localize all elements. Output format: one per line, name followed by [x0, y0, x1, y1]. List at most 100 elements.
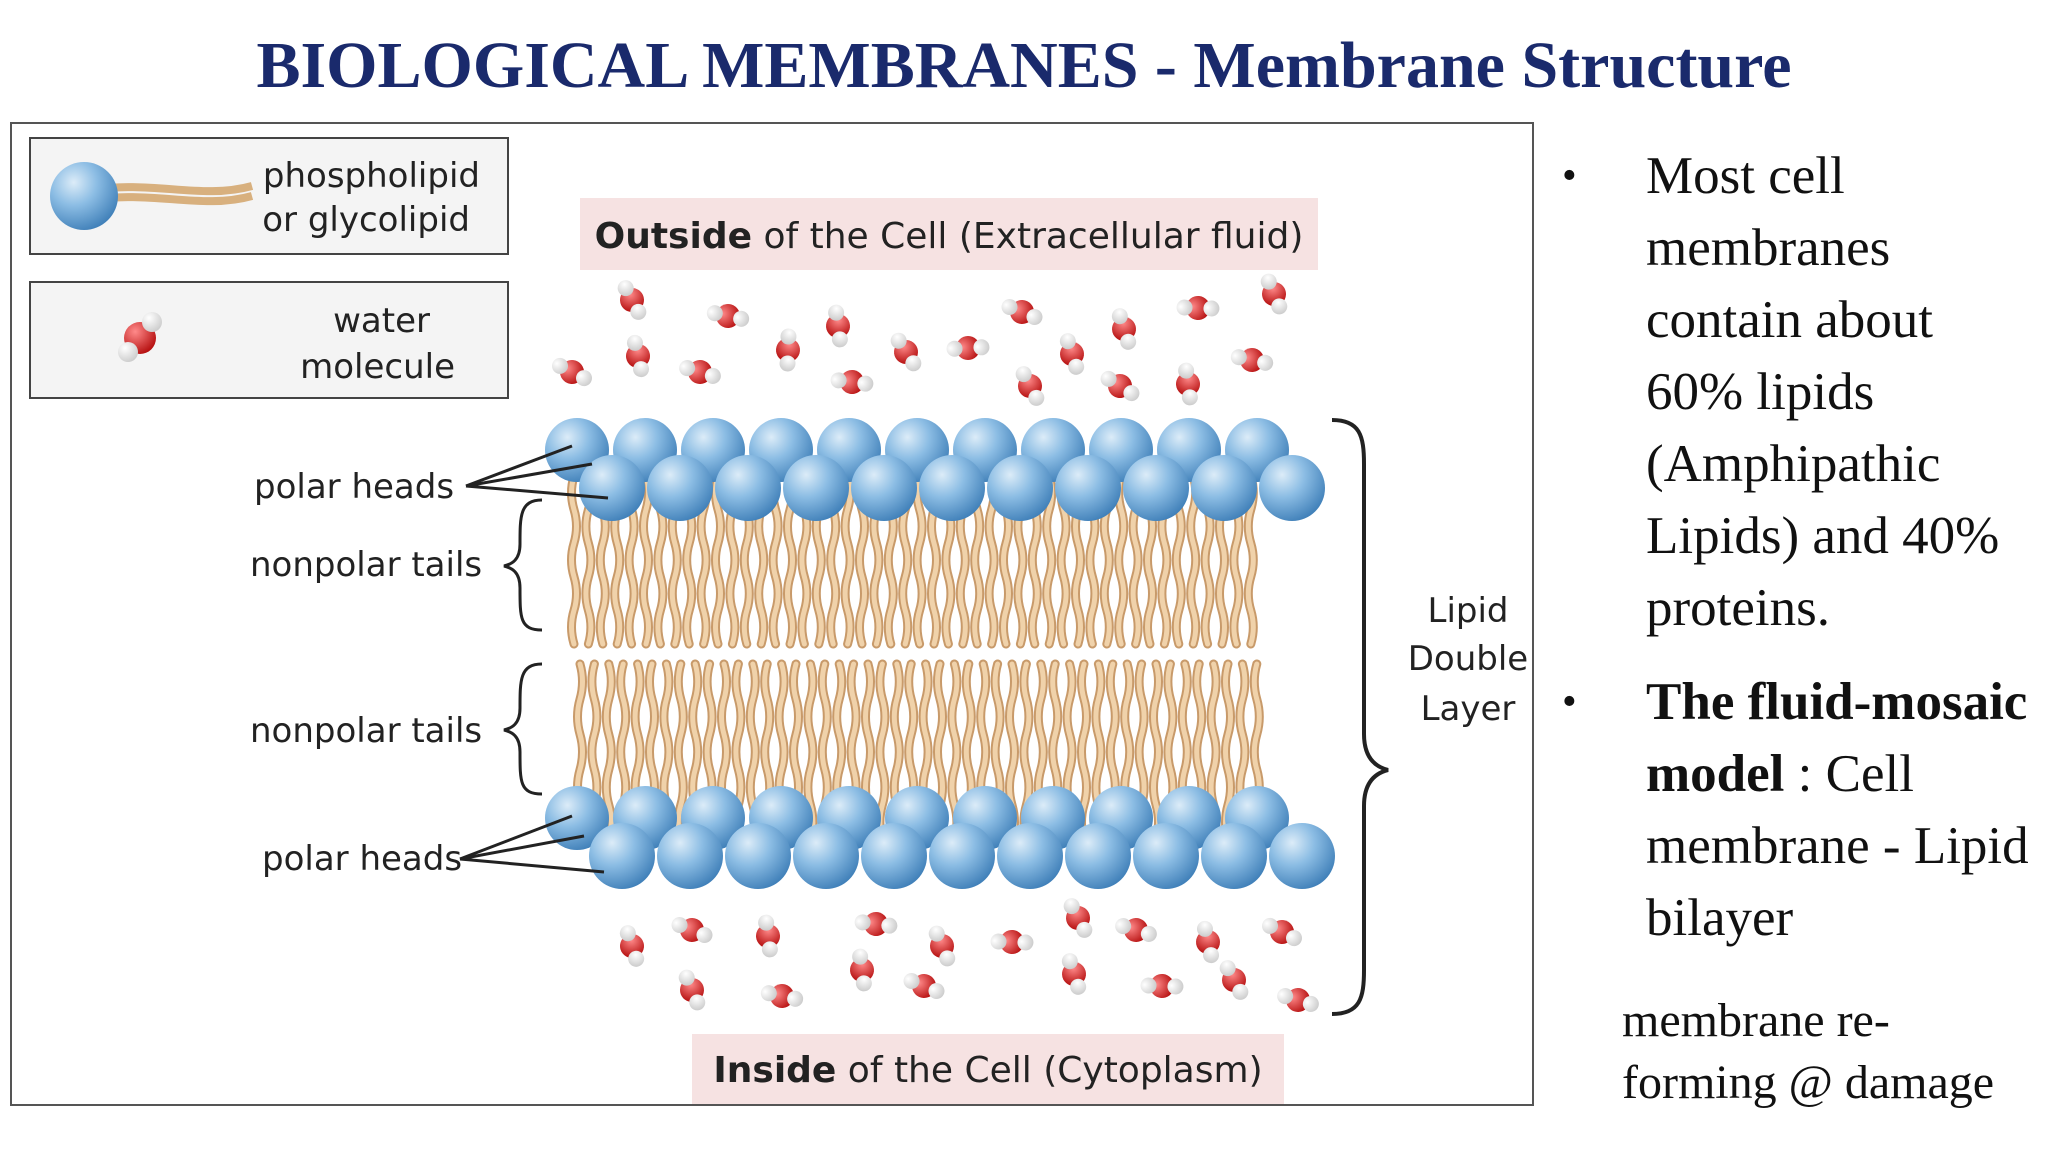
water-molecule — [1015, 366, 1045, 406]
water-molecule — [1059, 333, 1085, 375]
polar-head — [1201, 823, 1267, 889]
polar-head — [1269, 823, 1335, 889]
water-molecule — [850, 948, 874, 992]
hydrogen-atom — [1176, 299, 1193, 316]
polar-head — [1055, 455, 1121, 521]
oxygen-atom — [1186, 296, 1210, 320]
hydrogen-atom — [1028, 389, 1045, 406]
water-molecule — [830, 370, 874, 394]
hydrogen-atom — [1076, 921, 1093, 938]
water-molecule — [826, 304, 850, 348]
hydrogen-atom — [1260, 273, 1277, 290]
polar-head — [725, 823, 791, 889]
nonpolar-tails-bottom-brace — [503, 662, 543, 796]
hydrogen-atom — [1230, 349, 1247, 366]
hydrogen-atom — [903, 972, 920, 989]
oxygen-atom — [756, 924, 780, 948]
membrane-diagram-panel: phospholipid or glycolipid water molecul… — [10, 122, 1534, 1106]
hydrogen-atom — [630, 303, 647, 320]
polar-head — [1065, 823, 1131, 889]
lipid-tail-highlight — [569, 473, 579, 647]
hydrogen-atom — [1140, 977, 1157, 994]
polar-head — [589, 823, 655, 889]
water-molecule — [1176, 362, 1200, 406]
hydrogen-atom — [928, 983, 945, 1000]
oxygen-atom — [826, 314, 850, 338]
oxygen-atom — [956, 336, 980, 360]
hydrogen-atom — [1063, 898, 1080, 915]
hydrogen-atom — [679, 360, 696, 377]
hydrogen-atom — [1277, 988, 1294, 1005]
hydrogen-atom — [946, 340, 963, 357]
water-molecule — [1176, 296, 1220, 320]
hydrogen-atom — [890, 332, 907, 349]
hydrogen-atom — [857, 375, 874, 392]
water-molecule — [760, 984, 804, 1008]
water-molecule — [1100, 370, 1140, 402]
hydrogen-atom — [928, 925, 945, 942]
water-molecule — [1140, 974, 1184, 998]
polar-head — [919, 455, 985, 521]
hydrogen-atom — [990, 933, 1007, 950]
polar-head — [647, 455, 713, 521]
water-molecule-icon — [118, 312, 162, 362]
hydrogen-atom — [1026, 309, 1043, 326]
lipid-tail-highlight — [1188, 473, 1199, 647]
water-molecule — [1262, 917, 1302, 947]
legend-phospholipid-label-1: phospholipid — [263, 156, 480, 196]
cytoplasm-water-molecules — [619, 898, 1319, 1012]
lipid-tail-highlight — [1245, 473, 1256, 647]
water-molecule — [928, 925, 956, 967]
water-molecule — [678, 969, 706, 1011]
polar-heads-top-label: polar heads — [254, 467, 454, 507]
hydrogen-atom — [1178, 362, 1195, 379]
water-molecule — [1230, 348, 1274, 372]
legend-water-label-1: water — [333, 301, 430, 341]
hydrogen-atom — [828, 304, 845, 321]
bullet-text: : Cell membrane - Lipid bilayer — [1646, 745, 2029, 947]
inside-label: Inside of the Cell (Cytoplasm) — [713, 1050, 1262, 1091]
lipid-tail-highlight — [1044, 473, 1055, 647]
hydrogen-atom — [854, 914, 871, 931]
hydrogen-atom — [1257, 354, 1274, 371]
water-molecule — [1111, 308, 1137, 350]
oxygen-atom — [1176, 372, 1200, 396]
hydrogen-atom — [1115, 918, 1132, 935]
page-title: BIOLOGICAL MEMBRANES - Membrane Structur… — [256, 29, 1792, 102]
hydrogen-atom — [626, 334, 643, 351]
water-molecule — [679, 360, 721, 384]
membrane-note: membrane re-forming @ damage — [1622, 994, 1995, 1109]
hydrogen-atom — [1140, 925, 1157, 942]
water-molecule — [617, 280, 647, 320]
lipid-tail-highlight — [877, 661, 888, 843]
hydrogen-atom — [1196, 920, 1213, 937]
water-molecule — [903, 972, 945, 1000]
hydrogen-atom — [628, 950, 645, 967]
polar-head — [1133, 823, 1199, 889]
polar-head — [1123, 455, 1189, 521]
hydrogen-atom — [1262, 917, 1279, 934]
oxygen-atom — [776, 338, 800, 362]
water-molecule — [1196, 920, 1220, 964]
legend-water-box — [29, 281, 509, 399]
hydrogen-atom — [1203, 300, 1220, 317]
hydrogen-atom — [973, 339, 990, 356]
legend-phospholipid-label-2: or glycolipid — [262, 200, 470, 240]
hydrogen-atom — [758, 914, 775, 931]
water-molecule — [1115, 918, 1157, 942]
hydrogen-atom — [1271, 298, 1288, 315]
nonpolar-tails-bottom-label: nonpolar tails — [250, 711, 482, 751]
hydrogen-atom — [852, 948, 869, 965]
hydrogen-atom — [939, 950, 956, 967]
lipid-tail-highlight — [1116, 473, 1127, 647]
bullet-item-fluid-mosaic: • The fluid-mosaic model : Cell membrane… — [1552, 666, 2042, 954]
hydrogen-atom — [779, 355, 796, 372]
upper-polar-heads-front — [579, 455, 1325, 521]
hydrogen-atom — [830, 372, 847, 389]
water-molecule — [619, 925, 645, 967]
polar-head — [1259, 455, 1325, 521]
hydrogen-atom — [552, 357, 569, 374]
oxygen-atom — [840, 370, 864, 394]
hydrogen-atom — [881, 917, 898, 934]
water-molecule — [890, 332, 922, 372]
